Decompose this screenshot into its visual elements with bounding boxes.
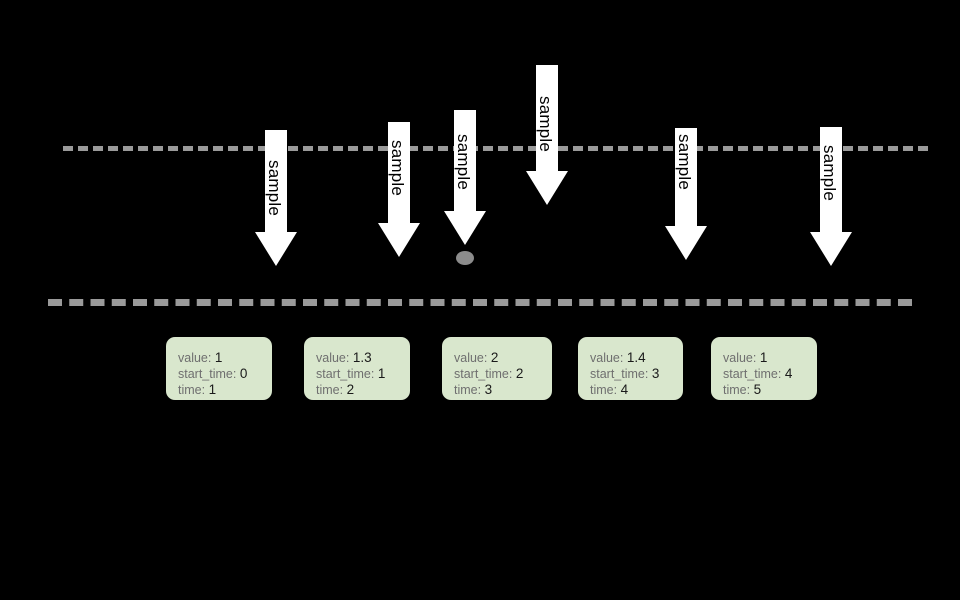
record-value-value: 1.3 xyxy=(352,350,372,365)
record-time-key: time: xyxy=(723,383,751,397)
sample-arrow-2 xyxy=(378,122,420,257)
arrow-glyph xyxy=(444,110,486,245)
record-start-time-value: 2 xyxy=(515,366,524,381)
record-start-time-key: start_time: xyxy=(178,367,237,381)
record-time-value: 1 xyxy=(208,382,217,397)
record-value-row: value: 1 xyxy=(178,350,260,366)
record-time-key: time: xyxy=(590,383,618,397)
sample-arrow-label-1: sample xyxy=(265,160,284,217)
record-value-row: value: 2 xyxy=(454,350,540,366)
record-value-key: value: xyxy=(316,351,350,365)
record-time-value: 2 xyxy=(346,382,355,397)
record-value-row: value: 1 xyxy=(723,350,805,366)
record-value-key: value: xyxy=(454,351,488,365)
record-time-key: time: xyxy=(454,383,482,397)
record-value-row: value: 1.3 xyxy=(316,350,398,366)
record-start-time-value: 3 xyxy=(651,366,660,381)
lower-stream-line xyxy=(48,299,912,306)
record-start-time-key: start_time: xyxy=(454,367,513,381)
record-start-time-row: start_time: 2 xyxy=(454,366,540,382)
record-start-time-value: 1 xyxy=(377,366,386,381)
record-value-row: value: 1.4 xyxy=(590,350,671,366)
record-value-value: 2 xyxy=(490,350,499,365)
record-value-key: value: xyxy=(723,351,757,365)
record-start-time-key: start_time: xyxy=(316,367,375,381)
sample-arrow-label-5: sample xyxy=(675,134,694,191)
record-start-time-row: start_time: 1 xyxy=(316,366,398,382)
arrow-glyph xyxy=(810,127,852,266)
arrow-glyph xyxy=(378,122,420,257)
sample-arrow-label-6: sample xyxy=(820,145,839,202)
record-time-row: time: 4 xyxy=(590,382,671,398)
record-value-key: value: xyxy=(178,351,212,365)
record-time-key: time: xyxy=(316,383,344,397)
record-time-row: time: 1 xyxy=(178,382,260,398)
record-start-time-value: 4 xyxy=(784,366,793,381)
sample-marker-dot xyxy=(456,251,474,265)
record-time-row: time: 2 xyxy=(316,382,398,398)
sample-arrow-label-4: sample xyxy=(536,96,555,153)
arrow-glyph xyxy=(526,65,568,205)
record-time-row: time: 3 xyxy=(454,382,540,398)
sample-arrow-1 xyxy=(255,130,297,266)
sample-arrow-3 xyxy=(444,110,486,245)
record-start-time-row: start_time: 4 xyxy=(723,366,805,382)
record-start-time-row: start_time: 3 xyxy=(590,366,671,382)
record-value-value: 1 xyxy=(759,350,768,365)
sample-arrow-label-2: sample xyxy=(388,140,407,197)
record-value-value: 1.4 xyxy=(626,350,646,365)
record-value-key: value: xyxy=(590,351,624,365)
record-time-row: time: 5 xyxy=(723,382,805,398)
record-start-time-key: start_time: xyxy=(723,367,782,381)
record-time-value: 5 xyxy=(753,382,762,397)
arrow-glyph xyxy=(665,128,707,260)
sample-arrow-4 xyxy=(526,65,568,205)
record-value-value: 1 xyxy=(214,350,223,365)
record-start-time-key: start_time: xyxy=(590,367,649,381)
record-start-time-value: 0 xyxy=(239,366,248,381)
sample-arrow-5 xyxy=(665,128,707,260)
sample-arrow-label-3: sample xyxy=(454,134,473,191)
record-start-time-row: start_time: 0 xyxy=(178,366,260,382)
arrow-glyph xyxy=(255,130,297,266)
upper-stream-line xyxy=(63,146,928,151)
record-time-value: 4 xyxy=(620,382,629,397)
record-time-value: 3 xyxy=(484,382,493,397)
record-time-key: time: xyxy=(178,383,206,397)
sample-arrow-6 xyxy=(810,127,852,266)
